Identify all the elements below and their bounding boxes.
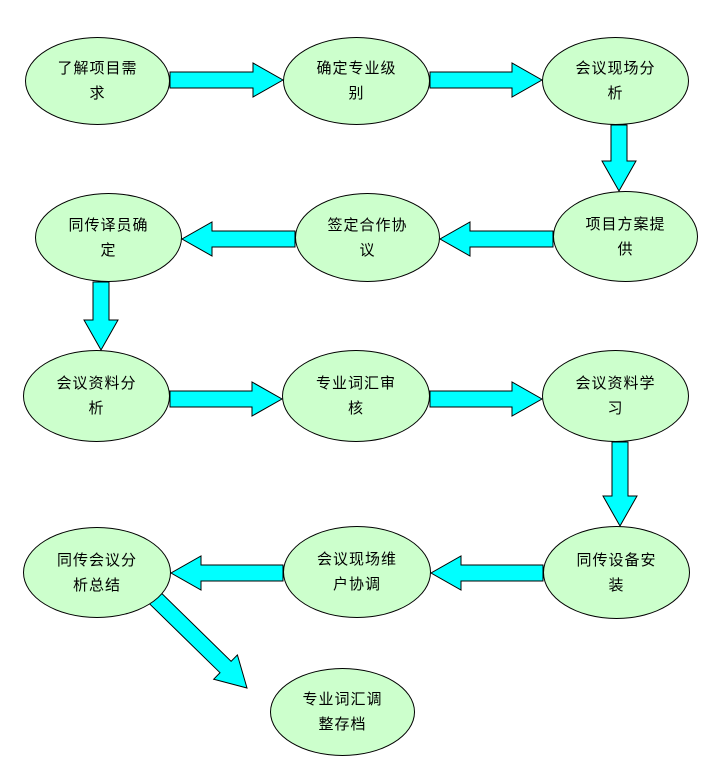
node-label: 了解项目需 求 — [57, 59, 138, 102]
node-confirm-interpreters: 同传译员确 定 — [35, 193, 182, 282]
node-label: 同传设备安 装 — [576, 550, 657, 594]
node-label: 专业词汇审 核 — [315, 374, 396, 417]
arrow-n8-to-n9 — [429, 381, 544, 417]
node-determine-professional-level: 确定专业级 别 — [283, 37, 430, 125]
node-label: 同传译员确 定 — [68, 215, 149, 259]
arrow-n5-to-n6 — [180, 221, 296, 257]
node-label: 会议资料学 习 — [575, 374, 656, 417]
arrow-n2-to-n3 — [429, 62, 544, 98]
node-project-proposal: 项目方案提 供 — [553, 191, 698, 282]
arrow-n7-to-n8 — [169, 381, 284, 417]
node-onsite-coordination: 会议现场维 户协调 — [283, 526, 431, 618]
node-label: 确定专业级 别 — [316, 59, 397, 102]
node-label: 会议现场维 户协调 — [316, 550, 397, 593]
node-venue-analysis: 会议现场分 析 — [542, 37, 689, 125]
arrow-n4-to-n5 — [438, 221, 554, 257]
arrow-n10-to-n11 — [429, 555, 544, 591]
node-terminology-archive: 专业词汇调 整存档 — [270, 668, 415, 756]
node-label: 项目方案提 供 — [585, 214, 666, 258]
node-understand-requirements: 了解项目需 求 — [25, 37, 170, 125]
node-materials-analysis: 会议资料分 析 — [23, 350, 170, 442]
node-label: 会议现场分 析 — [575, 59, 656, 102]
node-terminology-review: 专业词汇审 核 — [282, 350, 430, 442]
node-materials-study: 会议资料学 习 — [542, 350, 689, 442]
node-label: 专业词汇调 整存档 — [302, 690, 383, 733]
node-label: 同传会议分 析总结 — [56, 550, 137, 594]
arrow-n12-to-n13 — [148, 591, 248, 689]
arrow-n11-to-n12 — [169, 555, 284, 591]
node-conference-summary: 同传会议分 析总结 — [23, 527, 171, 618]
node-sign-agreement: 签定合作协 议 — [295, 193, 440, 282]
arrow-n6-to-n7 — [83, 281, 119, 352]
node-equipment-installation: 同传设备安 装 — [543, 526, 690, 619]
node-label: 会议资料分 析 — [56, 374, 137, 417]
node-label: 签定合作协 议 — [327, 215, 408, 259]
arrow-n3-to-n4 — [601, 124, 637, 193]
arrow-n9-to-n10 — [602, 441, 638, 528]
arrow-n1-to-n2 — [169, 62, 285, 98]
